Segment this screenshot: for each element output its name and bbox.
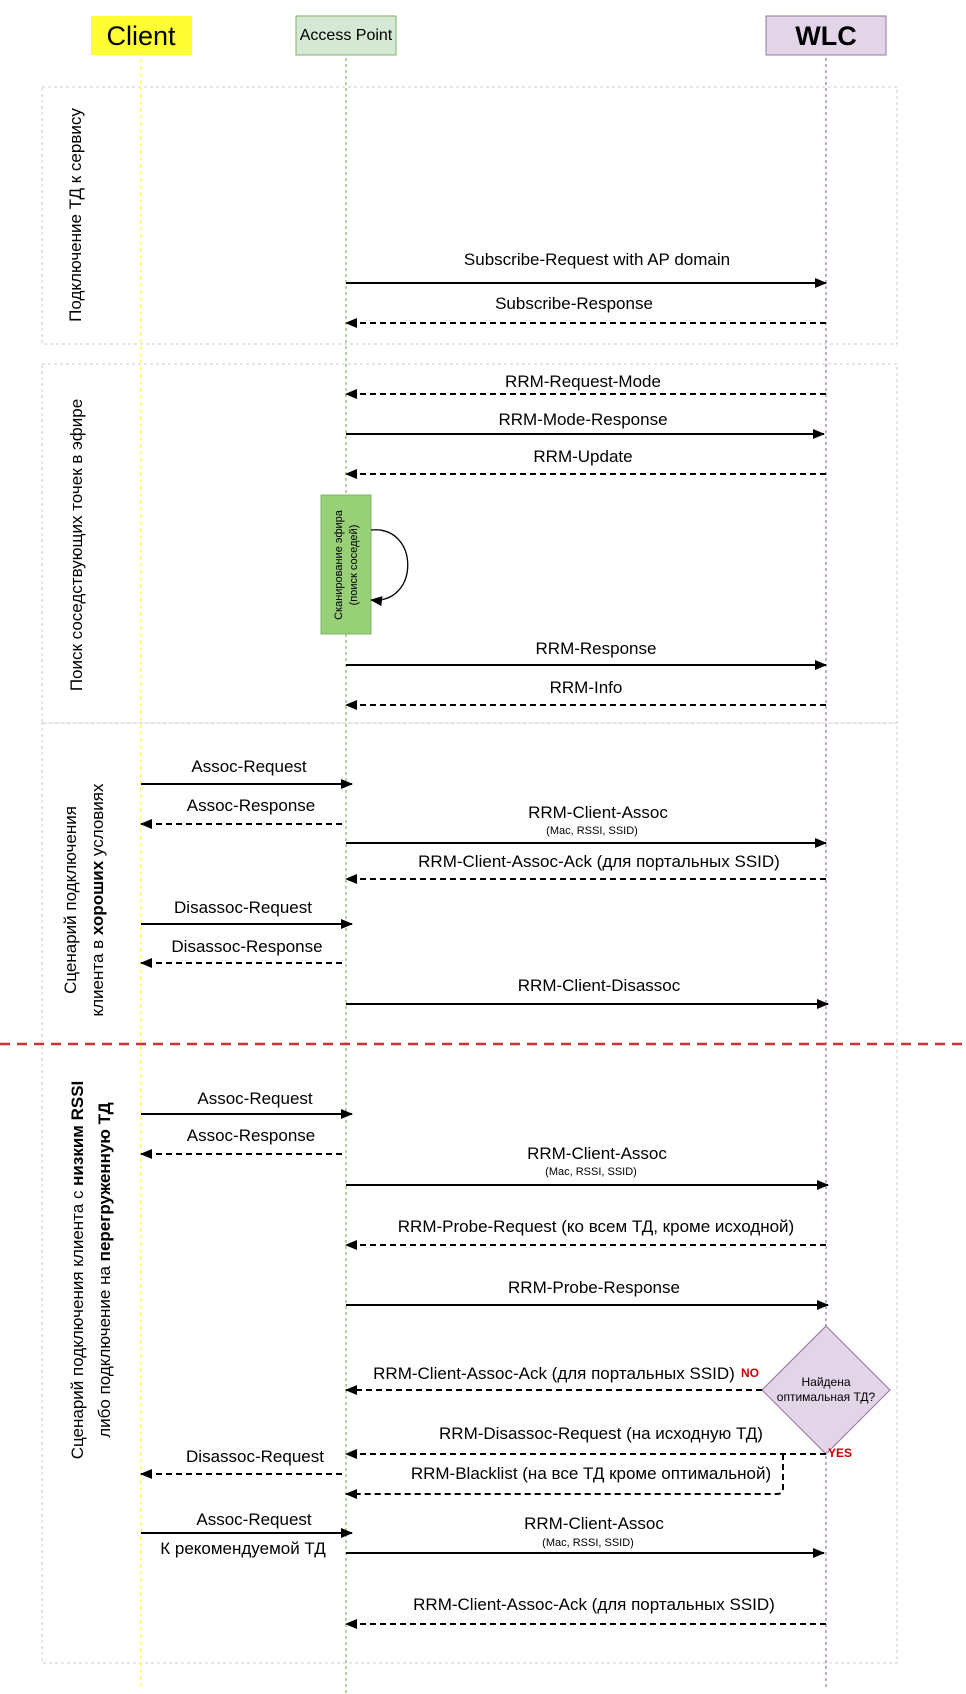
msg-assoc-request-2: Assoc-Request [197, 1089, 313, 1108]
section-frame-3 [41, 722, 898, 1664]
msg-rrm-update: RRM-Update [533, 447, 632, 466]
msg-disassoc-response-1: Disassoc-Response [171, 937, 322, 956]
msg-rrm-request-mode: RRM-Request-Mode [505, 372, 661, 391]
msg-assoc-response-2: Assoc-Response [187, 1126, 316, 1145]
msg-assoc-request-3: Assoc-Request [196, 1510, 312, 1529]
msg-rrm-probe-request: RRM-Probe-Request (ко всем ТД, кроме исх… [398, 1217, 794, 1236]
section3-line1: Сценарий подключения [61, 806, 80, 994]
msg-rrm-client-assoc-1-sub: (Mac, RSSI, SSID) [546, 825, 638, 837]
msg-rrm-client-assoc-1: RRM-Client-Assoc [528, 803, 668, 822]
msg-subscribe-response: Subscribe-Response [495, 294, 653, 313]
decision-no-label: NO [741, 1366, 759, 1380]
section3-line2-pre: клиента в [88, 935, 107, 1016]
msg-rrm-info: RRM-Info [550, 678, 623, 697]
decision-line1: Найдена [801, 1375, 850, 1389]
msg-rrm-client-assoc-2-sub: (Mac, RSSI, SSID) [545, 1166, 637, 1178]
msg-rrm-client-assoc-2: RRM-Client-Assoc [527, 1144, 667, 1163]
decision-line2: оптимальная ТД? [777, 1390, 876, 1404]
section-frame-2 [41, 363, 898, 724]
ap-header-box [295, 15, 397, 56]
section-label-low-rssi-2: либо подключение на перегруженную ТД [95, 1102, 114, 1437]
arrow-rrm-blacklist [345, 1454, 784, 1499]
msg-subscribe-request: Subscribe-Request with AP domain [464, 250, 730, 269]
section4-line1-bold: низким RSSI [68, 1081, 87, 1186]
msg-rrm-client-assoc-3-sub: (Mac, RSSI, SSID) [542, 1537, 634, 1549]
section-label-good-conditions: Сценарий подключения [61, 806, 80, 994]
msg-rrm-client-assoc-ack-1: RRM-Client-Assoc-Ack (для портальных SSI… [418, 852, 780, 871]
msg-rrm-mode-response: RRM-Mode-Response [498, 410, 667, 429]
wlc-header-label: WLC [795, 21, 856, 51]
section3-line2-post: условиях [88, 783, 107, 861]
msg-assoc-response-1: Assoc-Response [187, 796, 316, 815]
ap-header-label: Access Point [300, 27, 393, 44]
self-loop-arrow [370, 529, 409, 607]
client-header-label: Client [106, 21, 176, 51]
section-label-low-rssi: Сценарий подключения клиента с низким RS… [68, 1081, 87, 1460]
section4-line2-bold: перегруженную ТД [95, 1102, 114, 1261]
client-header-box [91, 16, 192, 55]
msg-disassoc-request-1: Disassoc-Request [174, 898, 312, 917]
msg-rrm-disassoc-request: RRM-Disassoc-Request (на исходную ТД) [439, 1424, 763, 1443]
scan-box [320, 494, 372, 635]
msg-assoc-request-3-sub: К рекомендуемой ТД [160, 1539, 326, 1558]
section-label-good-conditions-2: клиента в хороших условиях [88, 783, 107, 1017]
msg-rrm-client-assoc-3: RRM-Client-Assoc [524, 1514, 664, 1533]
msg-rrm-client-assoc-ack-2: RRM-Client-Assoc-Ack (для портальных SSI… [373, 1364, 735, 1383]
section4-line1-pre: Сценарий подключения клиента с [68, 1186, 87, 1459]
msg-rrm-response: RRM-Response [536, 639, 657, 658]
msg-assoc-request-1: Assoc-Request [191, 757, 307, 776]
section4-line2-pre: либо подключение на [95, 1261, 114, 1437]
section-frame-1 [41, 86, 898, 345]
section-label-neighbors: Поиск соседствующих точек в эфире [67, 399, 86, 691]
msg-rrm-probe-response: RRM-Probe-Response [508, 1278, 680, 1297]
decision-yes-label: YES [828, 1446, 852, 1460]
section-label-service: Подключение ТД к сервису [66, 108, 85, 322]
msg-disassoc-request-2: Disassoc-Request [186, 1447, 324, 1466]
msg-rrm-blacklist: RRM-Blacklist (на все ТД кроме оптимальн… [411, 1464, 771, 1483]
wlc-header-box [765, 15, 887, 56]
scan-box-line2: (поиск соседей) [348, 525, 360, 606]
section3-line2-bold: хороших [88, 860, 107, 935]
scan-box-line1: Сканирование эфира [333, 509, 345, 620]
msg-rrm-client-disassoc: RRM-Client-Disassoc [518, 976, 681, 995]
msg-rrm-client-assoc-ack-3: RRM-Client-Assoc-Ack (для портальных SSI… [413, 1595, 775, 1614]
